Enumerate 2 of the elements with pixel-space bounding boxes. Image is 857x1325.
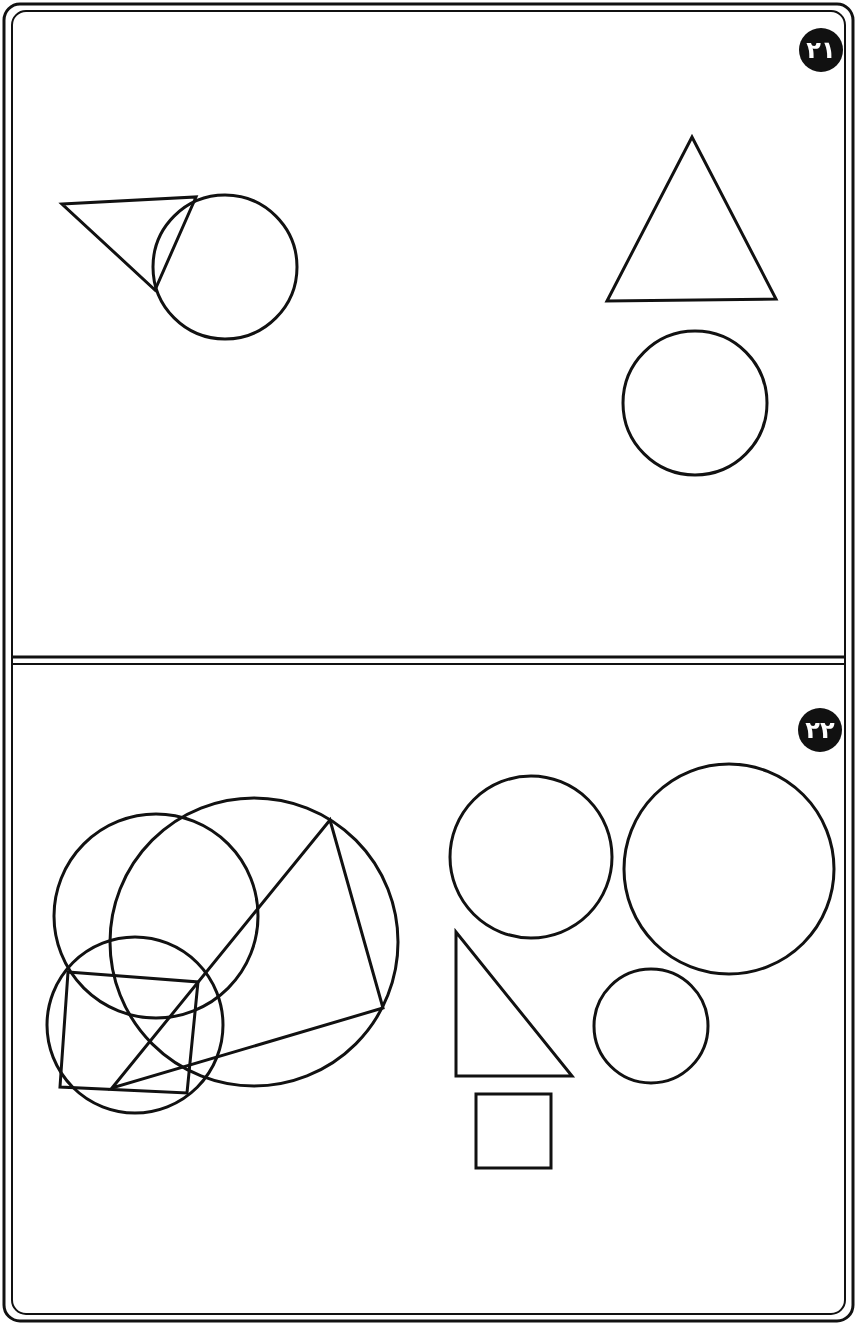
number-badge: ۲۲ — [798, 708, 842, 752]
number-badge: ۲۱ — [799, 28, 843, 72]
